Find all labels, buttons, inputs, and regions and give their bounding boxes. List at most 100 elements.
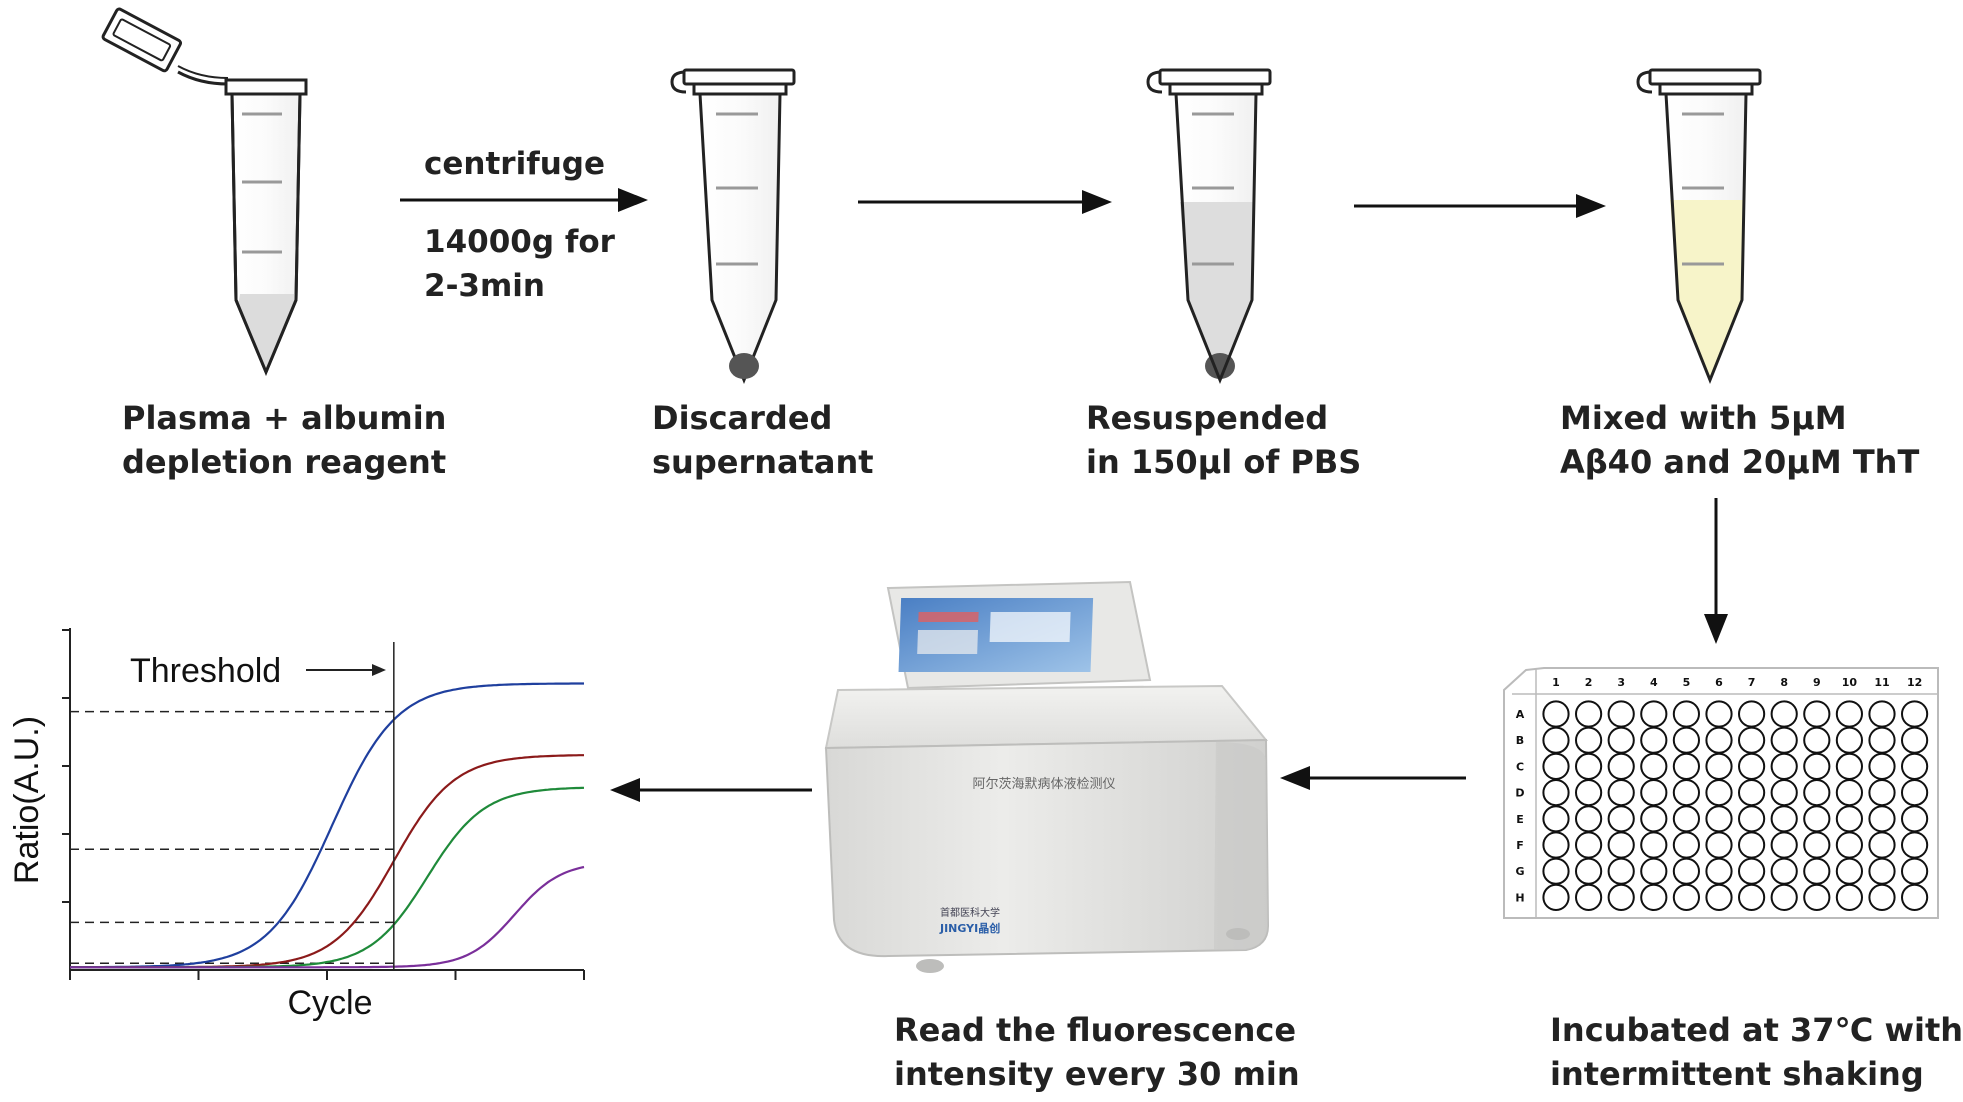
arrow-step3 [1354,194,1606,218]
plate-row-label: B [1516,734,1524,747]
y-axis-label: Ratio(A.U.) [8,716,46,884]
plate-well [1738,857,1766,885]
plate-well [1868,883,1896,912]
device-label: 阿尔茨海默病体液检测仪 [972,776,1115,792]
plate-well [1901,805,1929,833]
plate-row-label: F [1516,839,1524,852]
plate-well [1705,779,1733,807]
plate-well [1575,883,1603,912]
caption-incubated-line1: Incubated at 37℃ with [1550,1011,1963,1049]
caption-read: Read the fluorescence intensity every 30… [894,1008,1300,1096]
caption-mixed-line2: Aβ40 and 20μM ThT [1560,443,1920,481]
caption-read-line1: Read the fluorescence [894,1011,1297,1049]
caption-plasma: Plasma + albumin depletion reagent [122,396,446,484]
plate-row-label: D [1515,787,1524,800]
fluorescence-reader: 阿尔茨海默病体液检测仪 首都医科大学 JINGYI晶创 [824,580,1270,973]
series-line [70,865,585,969]
plate-well [1672,831,1701,859]
plate-well [1770,883,1798,912]
caption-incubated-line2: intermittent shaking [1550,1055,1924,1093]
caption-discarded-line1: Discarded [652,399,833,437]
plate-well [1575,726,1603,754]
plate-well [1640,857,1668,885]
plate-well [1738,752,1766,781]
caption-read-line2: intensity every 30 min [894,1055,1300,1093]
plate-well [1803,752,1831,781]
plate-well [1705,752,1733,781]
series-line [70,754,584,969]
plate-well [1803,857,1831,885]
plate-well [1835,857,1864,885]
plate-column-label: 2 [1585,676,1593,689]
plate-row-label: H [1515,891,1524,904]
plate-well [1770,752,1798,781]
plate-well [1835,883,1864,912]
caption-plasma-line2: depletion reagent [122,443,447,481]
plate-column-label: 7 [1748,676,1756,689]
plate-well [1803,805,1831,833]
plate-well [1575,700,1603,728]
plate-well [1672,700,1701,728]
plate-well [1672,752,1701,781]
plate-well [1542,779,1570,807]
plate-well [1640,831,1668,859]
plate-well [1640,752,1668,781]
centrifuge-detail: 14000g for 2-3min [424,220,615,308]
plate-row-label: E [1516,813,1524,826]
plate-column-label: 10 [1842,676,1858,689]
plate-well [1575,752,1603,781]
plate-well [1868,779,1896,807]
plate-well [1705,726,1733,754]
plate-well [1542,700,1570,728]
plate-well [1803,779,1831,807]
tube-resuspended [1146,68,1272,385]
plate-well [1770,700,1798,728]
plate-well [1868,831,1896,859]
plate-row-label: A [1516,708,1525,721]
caption-incubated: Incubated at 37℃ with intermittent shaki… [1550,1008,1963,1096]
plate-well [1901,831,1929,859]
plate-well [1542,726,1570,754]
plate-well [1835,752,1864,781]
caption-resuspended-line1: Resuspended [1086,399,1329,437]
arrow-step1 [400,188,648,212]
plate-well [1542,857,1570,885]
caption-plasma-line1: Plasma + albumin [122,399,447,437]
plate-well [1738,726,1766,754]
plate-well [1835,779,1864,807]
plate-row-label: C [1516,760,1524,773]
plate-well [1607,752,1635,781]
caption-mixed-line1: Mixed with 5μM [1560,399,1847,437]
plate-well [1868,805,1896,833]
arrow-plate-to-device [1280,766,1466,790]
plate-column-label: 6 [1715,676,1723,689]
plate-well [1672,726,1701,754]
caption-resuspended-line2: in 150μl of PBS [1086,443,1362,481]
plate-well [1575,831,1603,859]
plate-column-label: 5 [1683,676,1691,689]
plate-column-label: 8 [1780,676,1788,689]
plate-well [1672,883,1701,912]
centrifuge-detail-line1: 14000g for [424,224,615,260]
centrifuge-label: centrifuge [424,146,605,182]
plate-well [1901,883,1929,912]
plate-well [1868,700,1896,728]
tube-mixed [1636,68,1762,385]
plate-well [1835,700,1864,728]
plate-well [1640,779,1668,807]
plate-column-label: 3 [1617,676,1625,689]
plate-well [1901,700,1929,728]
plate-well [1607,779,1635,807]
x-axis-label: Cycle [287,984,372,1022]
series-line [70,682,584,969]
plate-well [1835,726,1864,754]
plate-well [1640,883,1668,912]
threshold-label: Threshold [130,652,281,690]
caption-mixed: Mixed with 5μM Aβ40 and 20μM ThT [1560,396,1919,484]
plate-row-label: G [1515,865,1524,878]
plate-well [1835,805,1864,833]
plate-column-label: 1 [1552,676,1560,689]
plate-well [1901,752,1929,781]
plate-well [1901,779,1929,807]
